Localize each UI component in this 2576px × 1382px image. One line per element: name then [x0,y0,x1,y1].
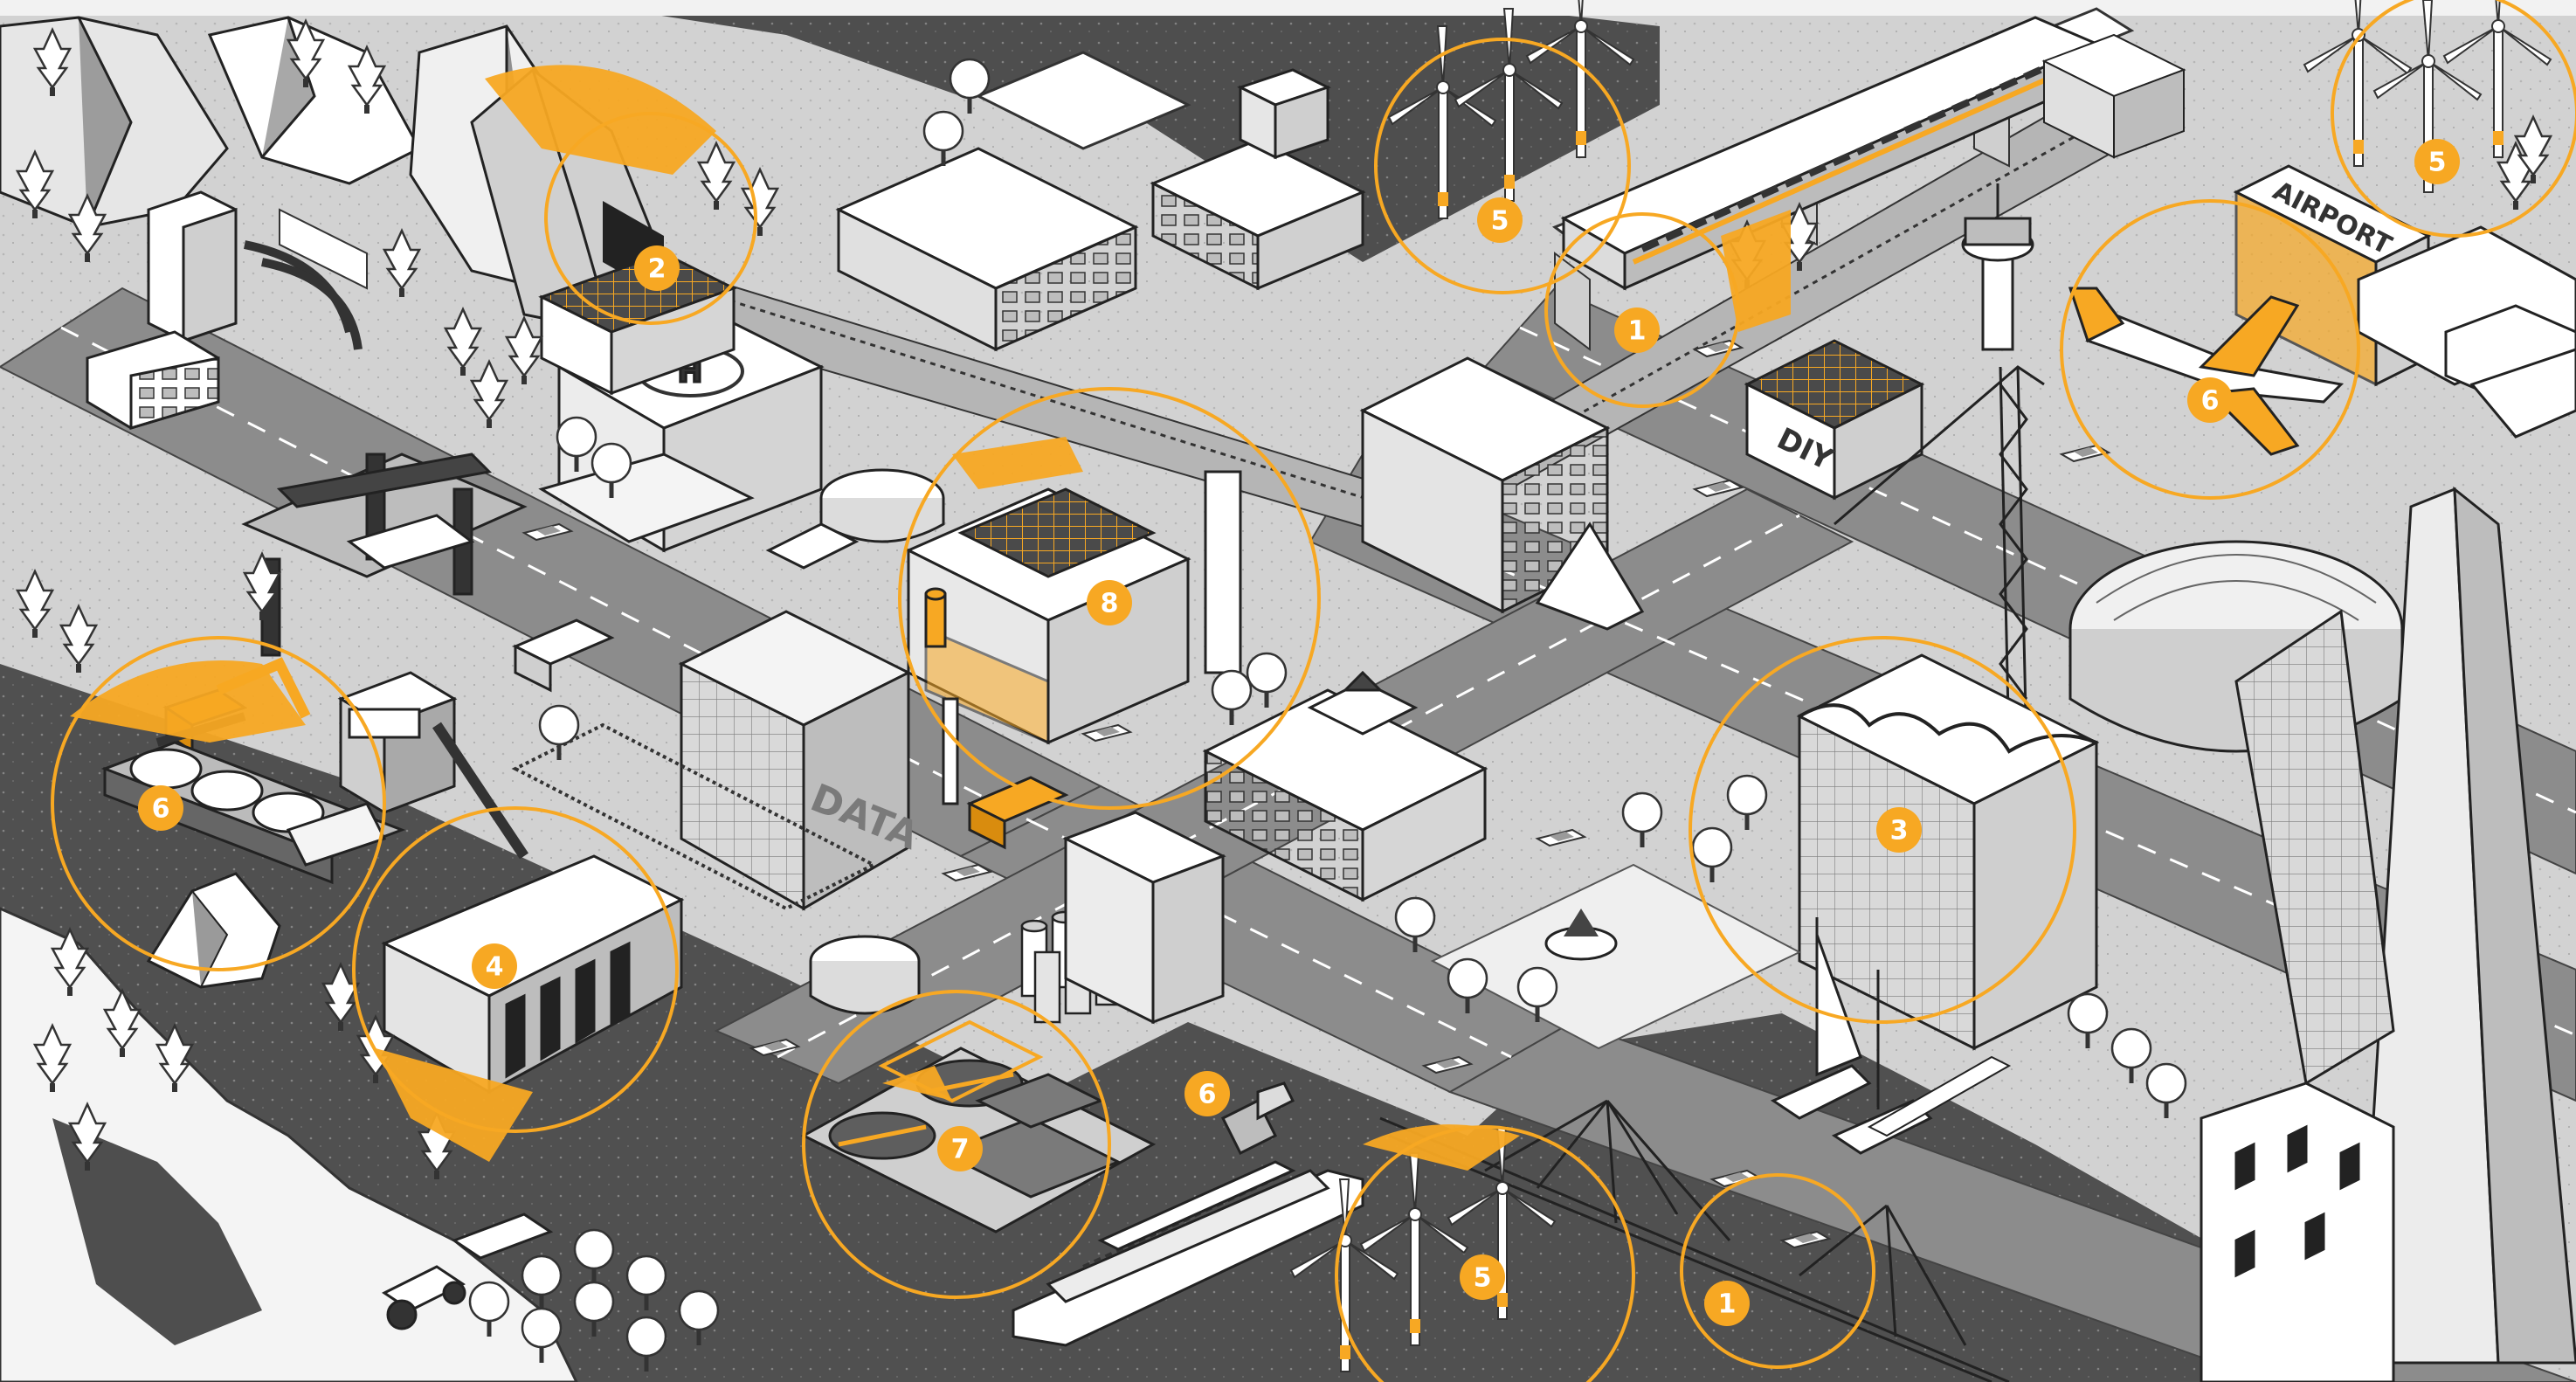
conveyor-belts [244,240,363,350]
print-plant [241,453,528,657]
callout-badge-circle [1876,807,1922,853]
concert-hall [1796,653,2100,1051]
callout-number: 5 [1474,1263,1492,1294]
callout-badge-6: 6 [2187,377,2233,423]
callout-number: 3 [1890,816,1909,846]
callout-ring-6 [2060,199,2360,500]
callout-number: 1 [1718,1289,1737,1320]
callout-badge-8: 8 [1087,580,1132,625]
callout-number: 7 [951,1135,970,1165]
callout-badge-circle [1184,1071,1230,1116]
data-center [511,610,912,911]
callout-number: 2 [648,254,666,285]
recycling-plant [337,671,528,860]
callout-badge-circle [1614,307,1660,353]
callout-ring-5 [1374,38,1631,294]
callout-number: 6 [1198,1080,1217,1110]
callout-badge-6: 6 [138,785,183,831]
callout-badge-circle [2187,377,2233,423]
control-tower [1961,183,2034,351]
callout-badge-1: 1 [1614,307,1660,353]
callout-badge-circle [138,785,183,831]
callout-number: 8 [1101,589,1119,619]
callout-ring-3 [1689,636,2076,1024]
callout-badge-circle [1477,197,1523,243]
crane [1834,365,2045,752]
callout-badge-circle [1460,1254,1505,1300]
callout-ring-6 [51,636,386,971]
callout-badge-3: 3 [1876,807,1922,853]
callout-number: 5 [2428,148,2447,178]
factory-8 [905,487,1191,745]
callout-badge-circle [2414,139,2460,184]
green-tower [2200,1081,2395,1382]
callout-badge-7: 7 [937,1126,983,1171]
accent-areas [70,65,1791,1171]
callout-ring-1 [1680,1173,1875,1369]
trucks [512,522,1069,850]
buildings-northwest [86,190,238,431]
buildings-north [835,68,1366,352]
sports-court [975,51,1191,150]
callout-badge-circle [1087,580,1132,625]
callout-number: 6 [2201,386,2220,417]
callout-ring-1 [1544,212,1740,408]
callout-number: 1 [1628,316,1647,347]
callout-badge-5: 5 [1477,197,1523,243]
callout-number: 4 [486,952,504,983]
callout-badge-circle [634,245,680,291]
callout-number: 5 [1491,206,1509,237]
callout-number: 6 [152,794,170,825]
callout-badge-6: 6 [1184,1071,1230,1116]
callout-badge-1: 1 [1704,1281,1750,1326]
callout-ring-5 [2331,0,2576,238]
callout-ring-2 [544,112,757,325]
callout-badge-5: 5 [2414,139,2460,184]
tractor [382,1213,554,1330]
containers [2041,33,2186,159]
callout-ring-8 [898,387,1321,810]
callout-ring-4 [352,806,679,1133]
callout-ring-5 [1335,1125,1635,1382]
factory-east [1062,811,1226,1025]
callout-badge-2: 2 [634,245,680,291]
callout-badge-4: 4 [472,943,517,989]
diy-store [1744,339,1925,501]
buses [2444,304,2576,439]
cruise-ship [1012,1081,1364,1347]
callout-ring-7 [802,990,1111,1299]
callout-badge-5: 5 [1460,1254,1505,1300]
solar-building-left [538,252,737,396]
event-tent [1535,522,1645,631]
callout-badge-circle [1704,1281,1750,1326]
callout-badge-circle [937,1126,983,1171]
bridge [1379,1099,2010,1382]
callout-layer: 1 1 2 3 4 5 5 5 6 6 6 7 8 [51,0,2576,1382]
callout-badge-circle [472,943,517,989]
pier [1867,1055,2012,1137]
hydro-dam [381,854,685,1095]
train [1560,16,2100,291]
